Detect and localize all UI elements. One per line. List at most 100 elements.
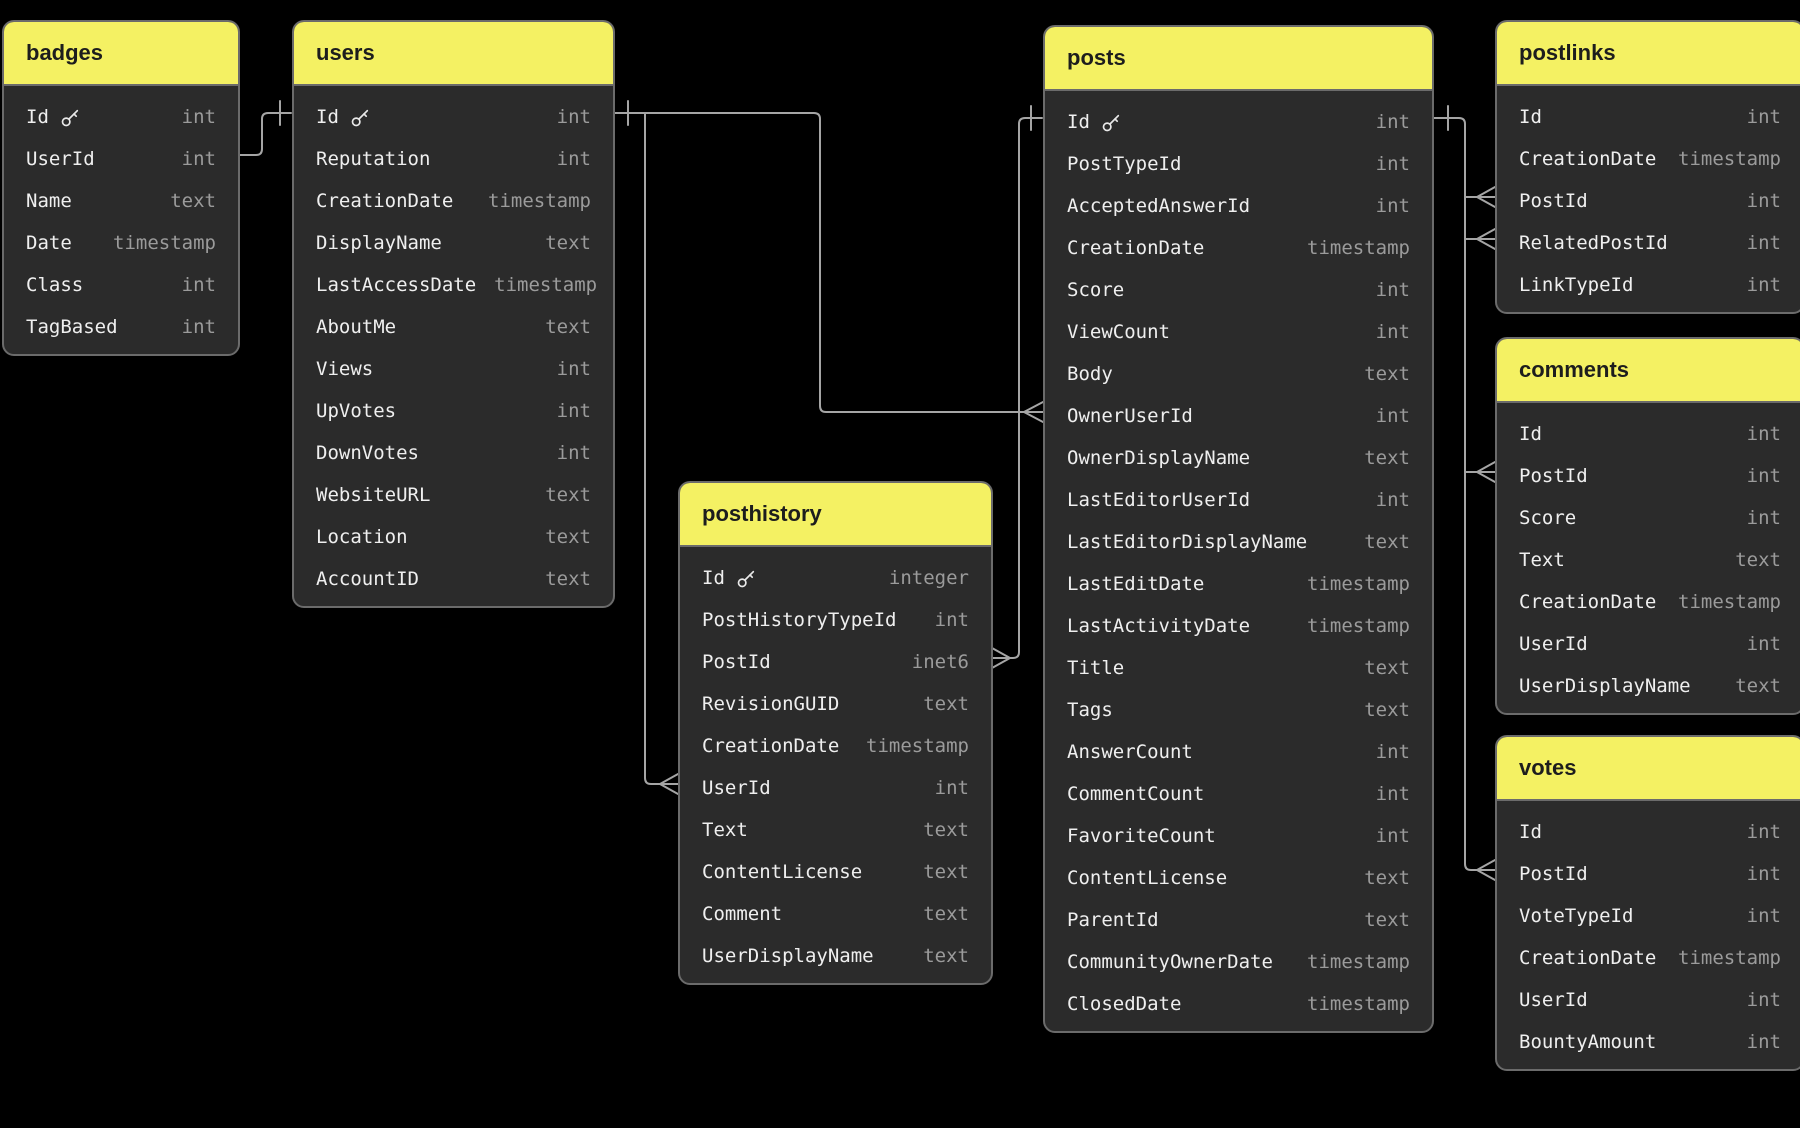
field-name: UpVotes <box>316 400 397 422</box>
table-header-users[interactable]: users <box>294 22 613 86</box>
field-type: text <box>1364 657 1410 679</box>
primary-key-icon <box>736 567 758 589</box>
field-type: timestamp <box>494 274 598 296</box>
table-header-votes[interactable]: votes <box>1497 737 1800 801</box>
field-name: ContentLicense <box>1067 867 1228 889</box>
field-type: timestamp <box>866 735 969 757</box>
field-type: int <box>1746 507 1781 529</box>
table-title: votes <box>1519 755 1577 780</box>
field-type: int <box>1746 633 1781 655</box>
field-type: timestamp <box>1307 237 1410 259</box>
field-type: text <box>1735 675 1781 697</box>
table-header-posts[interactable]: posts <box>1045 27 1432 91</box>
table-header-badges[interactable]: badges <box>4 22 238 86</box>
field-type: int <box>934 777 969 799</box>
table-header-postlinks[interactable]: postlinks <box>1497 22 1800 86</box>
field-name: Title <box>1067 657 1125 679</box>
table-header-comments[interactable]: comments <box>1497 339 1800 403</box>
field-name: LinkTypeId <box>1519 274 1634 296</box>
relationship-line <box>1433 117 1478 871</box>
field-row-posts-title[interactable]: Title text <box>1045 647 1432 689</box>
primary-key-icon <box>350 106 372 128</box>
table-header-posthistory[interactable]: posthistory <box>680 483 991 547</box>
